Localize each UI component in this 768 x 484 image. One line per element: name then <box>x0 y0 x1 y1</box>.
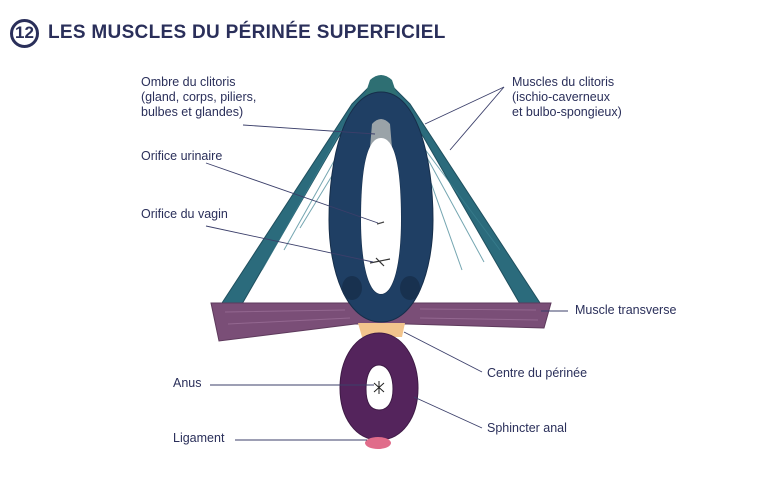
page-title: 12 LES MUSCLES DU PÉRINÉE SUPERFICIEL <box>10 15 446 51</box>
label-anal-sphincter: Sphincter anal <box>487 421 567 435</box>
label-ligament: Ligament <box>173 431 225 445</box>
vaginal-orifice <box>369 257 391 267</box>
ligament <box>365 437 391 449</box>
leader-clitoris-shadow <box>242 124 376 135</box>
anus-mark <box>373 381 385 394</box>
label-clitoris-shadow: Ombre du clitoris (gland, corps, piliers… <box>141 75 257 119</box>
urinary-orifice <box>376 221 385 225</box>
title-text: LES MUSCLES DU PÉRINÉE SUPERFICIEL <box>48 22 446 43</box>
label-anus: Anus <box>173 376 202 390</box>
leader-lines <box>205 86 568 441</box>
section-number-badge: 12 <box>10 18 39 48</box>
label-urinary-orifice: Orifice urinaire <box>141 149 223 163</box>
vestibular-bulb-left <box>342 276 362 300</box>
leader-muscles-b <box>449 86 505 151</box>
transverse-fibers <box>224 308 539 325</box>
leader-perineum-center <box>403 331 483 373</box>
perineum-center <box>358 323 405 337</box>
leader-sphincter <box>413 396 483 429</box>
label-perineum-center: Centre du périnée <box>487 366 588 380</box>
leader-vaginal <box>205 225 374 263</box>
vestibular-bulb-right <box>400 276 420 300</box>
leader-muscles-a <box>424 86 505 125</box>
ischio-fibers <box>261 114 501 271</box>
vestibule-opening <box>361 138 401 294</box>
label-vaginal-orifice: Orifice du vagin <box>141 207 228 221</box>
label-clitoris-muscles: Muscles du clitoris (ischio-caverneux et… <box>512 75 622 119</box>
label-transverse-muscle: Muscle transverse <box>575 303 677 317</box>
leader-urinary <box>205 162 379 224</box>
